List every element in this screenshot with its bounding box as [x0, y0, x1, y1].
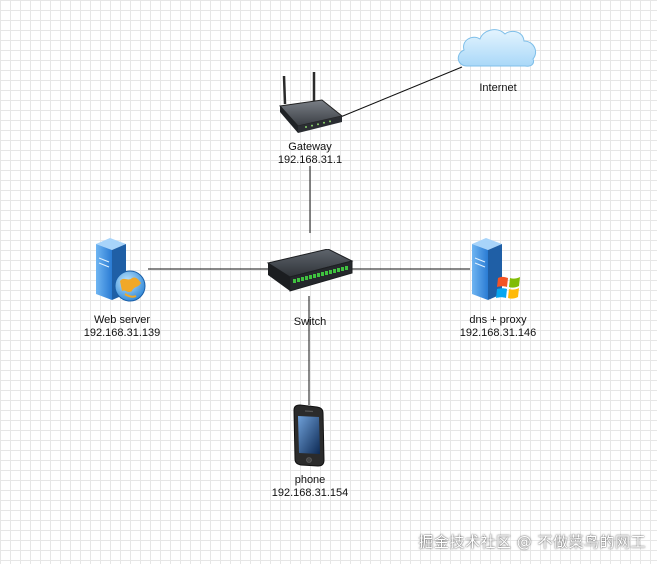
gateway-name: Gateway [288, 141, 332, 153]
web-server-label: Web server 192.168.31.139 [72, 314, 172, 340]
switch-node[interactable] [266, 249, 354, 293]
internet-name: Internet [479, 82, 517, 94]
gateway-ip: 192.168.31.1 [277, 154, 343, 166]
gateway-label: Gateway 192.168.31.1 [262, 141, 358, 167]
phone-name: phone [294, 474, 326, 486]
link-gateway-internet [337, 66, 463, 119]
dns-proxy-name: dns + proxy [469, 314, 527, 326]
phone-icon [293, 404, 325, 467]
router-icon [279, 72, 344, 133]
switch-name: Switch [293, 316, 327, 328]
cloud-icon [457, 29, 537, 67]
internet-label: Internet [458, 82, 538, 95]
gateway-node[interactable] [276, 72, 344, 136]
switch-icon [266, 249, 354, 292]
dns-proxy-node[interactable] [468, 236, 526, 304]
web-server-ip: 192.168.31.139 [83, 327, 161, 339]
windows-server-icon [472, 238, 520, 300]
web-server-node[interactable] [92, 236, 150, 304]
dns-proxy-label: dns + proxy 192.168.31.146 [448, 314, 548, 340]
switch-label: Switch [270, 316, 350, 329]
phone-label: phone 192.168.31.154 [260, 474, 360, 500]
watermark: 掘金技术社区 @ 不做菜鸟的网工 [418, 533, 646, 551]
web-server-icon [96, 238, 146, 302]
phone-node[interactable] [290, 404, 328, 468]
dns-proxy-ip: 192.168.31.146 [459, 327, 537, 339]
web-server-name: Web server [93, 314, 151, 326]
internet-node[interactable] [455, 26, 539, 70]
phone-ip: 192.168.31.154 [271, 487, 349, 499]
